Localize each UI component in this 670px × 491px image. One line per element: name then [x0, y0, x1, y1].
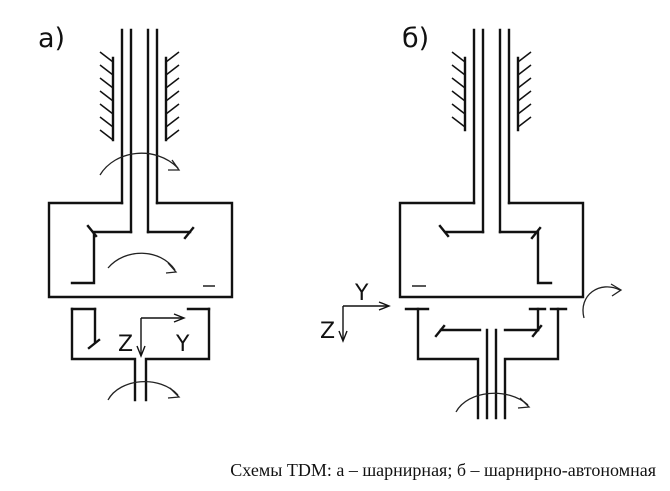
scheme-b-housing [398, 201, 585, 299]
scheme-a: а) [38, 23, 234, 402]
scheme-a-axis-y-label: Y [175, 332, 190, 357]
scheme-a-inner-rotation-arrow [107, 252, 178, 274]
scheme-b-shaft [472, 28, 511, 234]
scheme-a-top-rotation-arrow [99, 152, 181, 176]
scheme-b-right-support [516, 51, 532, 132]
scheme-b-axes: Z Y [320, 281, 391, 344]
scheme-a-shaft [120, 28, 159, 234]
scheme-b: б) [320, 23, 623, 420]
scheme-b-axis-y-label: Y [354, 281, 369, 306]
scheme-a-bottom-rotation-arrow [107, 381, 181, 401]
scheme-b-label: б) [402, 23, 429, 54]
scheme-b-axis-z-label: Z [320, 319, 335, 344]
scheme-a-axis-z-label: Z [118, 332, 133, 357]
figure-caption: Схемы TDM: а – шарнирная; б – шарнирно-а… [230, 460, 656, 480]
scheme-b-side-rotation-arrow [582, 283, 623, 319]
scheme-b-lower-fork [404, 307, 568, 420]
scheme-a-left-support [99, 51, 115, 142]
scheme-a-axes: Z Y [118, 313, 190, 358]
scheme-a-label: а) [38, 23, 65, 54]
scheme-b-bottom-rotation-arrow [455, 392, 531, 413]
scheme-a-right-support [164, 51, 180, 142]
scheme-a-lower-fork [70, 307, 211, 402]
scheme-b-left-support [451, 51, 467, 132]
scheme-a-housing [47, 201, 234, 299]
